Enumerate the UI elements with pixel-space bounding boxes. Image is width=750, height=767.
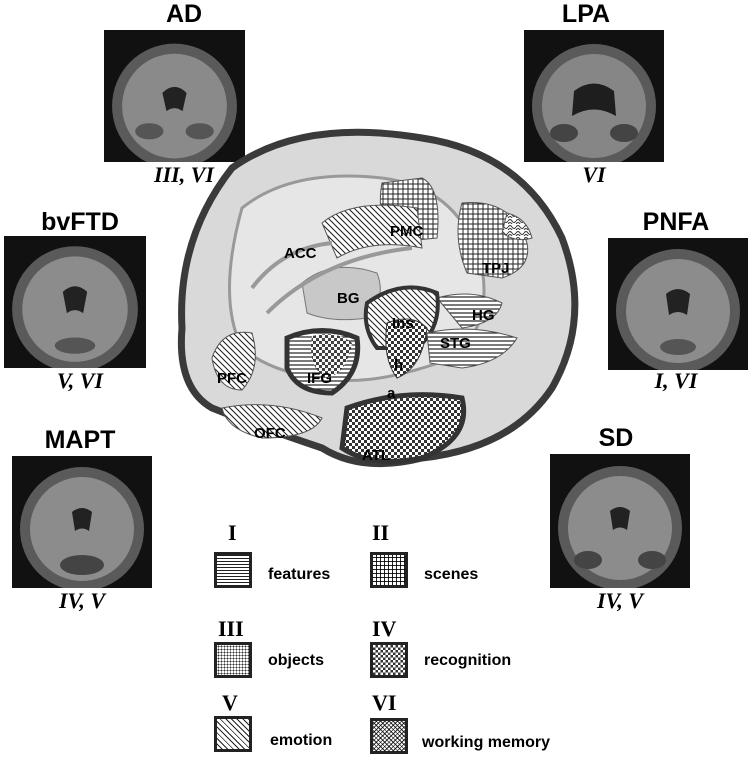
- legend-numeral-3: III: [218, 616, 244, 641]
- scan-caption-mapt: IV, V: [58, 588, 106, 613]
- legend-swatch-scenes: [370, 552, 408, 588]
- legend-swatch-objects: [214, 642, 252, 678]
- region-label-ofc: OFC: [254, 425, 286, 442]
- legend-label-working-memory: working memory: [422, 734, 551, 751]
- region-label-hg: HG: [472, 307, 495, 324]
- region-label-tpj: TPJ: [482, 260, 510, 277]
- scan-title-lpa: LPA: [561, 0, 611, 28]
- legend-swatch-recognition: [370, 642, 408, 678]
- scan-title-pnfa: PNFA: [642, 208, 710, 236]
- scan-caption-sd: IV, V: [596, 588, 644, 613]
- legend-label-emotion: emotion: [270, 732, 333, 749]
- legend-numeral-5: V: [222, 690, 238, 715]
- region-label-acc: ACC: [284, 245, 317, 262]
- legend-label-objects: objects: [268, 652, 325, 669]
- scan-caption-pnfa: I, VI: [654, 368, 698, 393]
- mri-scan-sd: [550, 454, 690, 588]
- mri-scan-mapt: [12, 456, 152, 588]
- legend-swatch-working-memory: [370, 718, 408, 754]
- mri-scan-pnfa: [608, 238, 748, 370]
- region-label-atl: ATL: [362, 447, 390, 464]
- legend-numeral-2: II: [372, 520, 390, 545]
- legend-numeral-6: VI: [372, 690, 397, 715]
- region-label-ins: Ins: [392, 315, 414, 332]
- scan-title-mapt: MAPT: [44, 426, 116, 454]
- region-label-pfc: PFC: [217, 370, 247, 387]
- scan-title-bvftd: bvFTD: [41, 208, 119, 236]
- scan-caption-lpa: VI: [582, 162, 606, 187]
- scan-title-sd: SD: [598, 424, 634, 452]
- scan-caption-bvftd: V, VI: [56, 368, 104, 393]
- region-label-h: h: [394, 357, 403, 374]
- mri-scan-bvftd: [4, 236, 146, 368]
- legend-swatch-emotion: [214, 716, 252, 752]
- region-label-stg: STG: [440, 335, 471, 352]
- mri-scan-ad: [104, 30, 245, 162]
- region-label-ifg: IFG: [307, 370, 332, 387]
- region-label-bg: BG: [337, 290, 360, 307]
- legend-label-recognition: recognition: [424, 652, 512, 669]
- region-label-pmc: PMC: [390, 223, 424, 240]
- legend-label-scenes: scenes: [424, 566, 479, 583]
- mri-scan-lpa: [524, 30, 664, 162]
- scan-caption-ad: III, VI: [154, 162, 214, 187]
- legend-numeral-4: IV: [372, 616, 397, 641]
- brain-diagram: PMC ACC TPJ BG HG Ins STG PFC IFG h a OF…: [177, 128, 579, 468]
- legend-swatch-features: [214, 552, 252, 588]
- scan-title-ad: AD: [165, 0, 203, 28]
- legend-label-features: features: [268, 566, 331, 583]
- legend-numeral-1: I: [228, 520, 237, 545]
- region-label-a: a: [387, 385, 396, 402]
